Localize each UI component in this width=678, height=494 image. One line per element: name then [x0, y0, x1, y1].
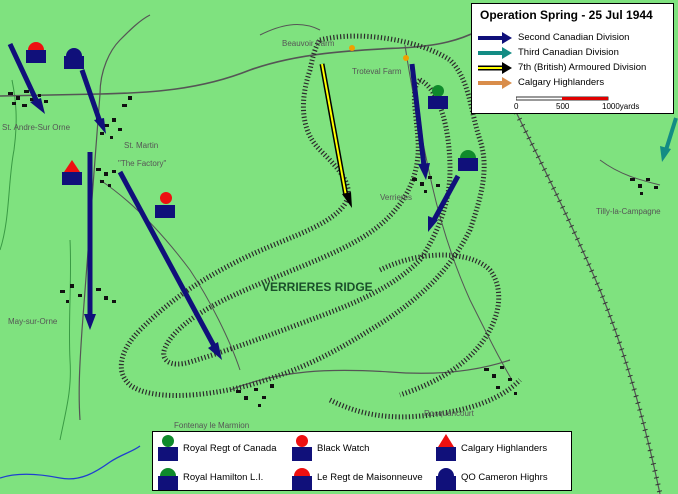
scale-label-0: 0 — [514, 102, 519, 111]
legend-row-calgary: Calgary Highlanders — [478, 76, 672, 90]
road-beauvoir — [259, 24, 321, 36]
farm-markers — [349, 45, 409, 61]
stream-may — [59, 239, 72, 441]
label-fontenay: Fontenay le Marmion — [174, 421, 249, 430]
unit-markers — [26, 42, 478, 218]
road-tilly — [599, 159, 661, 186]
arrow-3cdn — [660, 117, 678, 162]
village-rocquancourt — [484, 366, 517, 395]
road-main — [0, 29, 481, 97]
unit-label-royal-regt: Royal Regt of Canada — [183, 443, 277, 454]
marker-royal-regt — [428, 85, 448, 109]
contour-east — [378, 252, 502, 398]
village-may — [60, 284, 116, 303]
arrow-icon-7armd — [478, 62, 512, 74]
label-troteval: Troteval Farm — [352, 67, 402, 76]
unit-label-cameron: QO Cameron Highrs — [461, 472, 548, 483]
label-tilly: Tilly-la-Campagne — [596, 207, 661, 216]
village-fontenay — [236, 384, 274, 407]
black-watch-symbol-icon — [292, 435, 312, 461]
marker-black-watch-1 — [26, 42, 46, 63]
marker-hamilton — [458, 150, 478, 171]
arrow-verrieres — [409, 63, 427, 167]
label-verrieres: Verrieres — [380, 193, 412, 202]
road-rocquancourt — [229, 359, 511, 391]
stream-west — [0, 79, 17, 251]
contour-outer — [118, 33, 487, 398]
scale-label-1000: 1000yards — [602, 102, 640, 111]
marker-cameron-1 — [64, 48, 84, 69]
unit-cameron: QO Cameron Highrs — [435, 463, 575, 491]
arrow-icon-3cdn — [478, 47, 512, 59]
railway-ties — [507, 98, 663, 494]
arrow-st-andre — [7, 42, 41, 106]
marker-calgary-1 — [62, 160, 82, 185]
arrow-7th-armoured — [319, 63, 352, 208]
legend-label-calgary: Calgary Highlanders — [518, 77, 605, 88]
royal-regt-symbol-icon — [158, 435, 178, 461]
legend-label-3cdn: Third Canadian Division — [518, 47, 619, 58]
hamilton-symbol-icon — [158, 468, 178, 490]
maisonneuve-symbol-icon — [292, 468, 312, 490]
label-st-andre: St. Andre-Sur Orne — [2, 123, 71, 132]
label-ridge: VERRIERES RIDGE — [262, 280, 373, 294]
village-factory — [96, 168, 116, 187]
road-fontenay — [99, 179, 241, 371]
unit-label-calgary: Calgary Highlanders — [461, 443, 548, 454]
legend-row-2cdn: Second Canadian Division — [478, 31, 672, 45]
calgary-symbol-icon — [436, 434, 456, 461]
arrow-icon-calgary — [478, 77, 512, 89]
scale-label-500: 500 — [556, 102, 570, 111]
legend-label-7armd: 7th (British) Armoured Division — [518, 62, 647, 73]
contour-south — [328, 378, 522, 420]
legend-label-2cdn: Second Canadian Division — [518, 32, 630, 43]
label-factory: "The Factory" — [118, 159, 167, 168]
village-verrieres — [412, 176, 440, 193]
river-orne — [0, 445, 141, 480]
unit-label-hamilton: Royal Hamilton L.I. — [183, 472, 264, 483]
village-tilly — [630, 178, 658, 195]
arrow-st-martin — [79, 69, 103, 123]
unit-key: Royal Regt of Canada Black Watch Calgary… — [152, 431, 572, 491]
label-may: May-sur-Orne — [8, 317, 58, 326]
unit-label-maisonneuve: Le Regt de Maisonneuve — [317, 472, 423, 483]
unit-royal-regt: Royal Regt of Canada — [157, 434, 297, 462]
label-rocquancourt: Rocquancourt — [424, 409, 475, 418]
cameron-symbol-icon — [436, 468, 456, 490]
legend: Operation Spring - 25 Jul 1944 Second Ca… — [471, 3, 674, 114]
arrowheads-2cdn — [30, 98, 438, 360]
road-west-north — [99, 14, 151, 95]
unit-calgary: Calgary Highlanders — [435, 434, 575, 462]
label-st-martin: St. Martin — [124, 141, 158, 150]
scale-bar: 0 500 1000yards — [514, 96, 639, 112]
village-st-andre — [8, 90, 48, 107]
legend-row-3cdn: Third Canadian Division — [478, 46, 672, 60]
unit-maisonneuve: Le Regt de Maisonneuve — [291, 463, 431, 491]
legend-row-7armd: 7th (British) Armoured Division — [478, 61, 672, 75]
arrow-icon-2cdn — [478, 32, 512, 44]
scale-bar-graphic — [516, 96, 609, 101]
map-title: Operation Spring - 25 Jul 1944 — [480, 8, 653, 22]
arrow-fontenay — [117, 170, 217, 348]
unit-hamilton: Royal Hamilton L.I. — [157, 463, 297, 491]
marker-black-watch-2 — [155, 192, 175, 218]
unit-black-watch: Black Watch — [291, 434, 431, 462]
label-beauvoir: Beauvoir Farm — [282, 39, 335, 48]
attack-arrows-2cdn — [7, 42, 461, 348]
ridge-contours — [118, 33, 522, 420]
unit-label-black-watch: Black Watch — [317, 443, 370, 454]
road-st-martin — [78, 93, 101, 421]
arrow-rocquancourt — [431, 174, 461, 222]
